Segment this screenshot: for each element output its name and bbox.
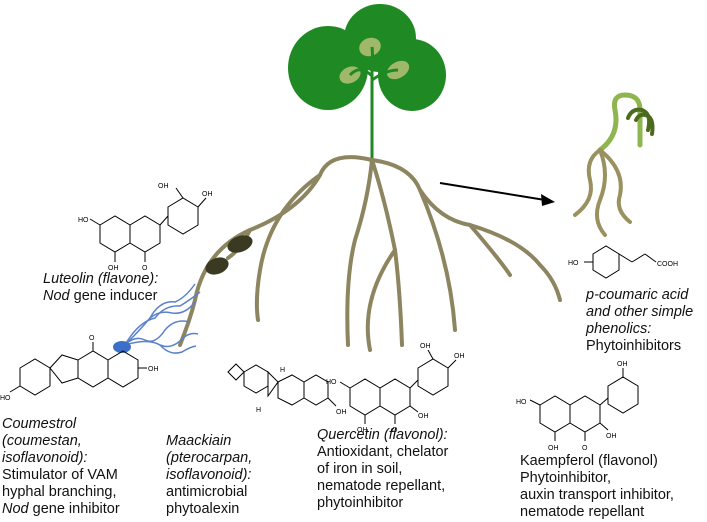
plant-leaves (288, 4, 446, 160)
seed-2 (205, 257, 229, 275)
fungal-spore (113, 341, 131, 353)
atom-o: O (142, 265, 148, 272)
coumestrol-structure: HO O OH (0, 335, 159, 402)
seed-1 (227, 235, 253, 253)
maackiain-structure: H H OH (227, 363, 347, 416)
coumestrol-nod: Nod (2, 501, 29, 517)
kaempferol-role-3: nematode repellant (520, 504, 645, 520)
coumestrol-class-1: (coumestan, (2, 433, 82, 449)
kaempferol-label: Kaempferol (flavonol) Phytoinhibitor, au… (520, 453, 674, 521)
kaempferol-name: Kaempferol (flavonol) (520, 453, 658, 469)
coumaric-name: p-coumaric acid (586, 287, 689, 303)
maackiain-role-1: antimicrobial (166, 484, 248, 500)
luteolin-label: Luteolin (flavone): Nod gene inducer (43, 271, 158, 305)
atom-ho: HO (0, 395, 11, 402)
atom-h: H (280, 367, 285, 374)
coumestrol-name: Coumestrol (2, 416, 77, 432)
atom-oh: OH (617, 361, 628, 368)
atom-ho: HO (516, 399, 527, 406)
atom-o: O (582, 445, 588, 452)
maackiain-class-2: isoflavonoid): (166, 467, 252, 483)
atom-h: H (256, 407, 261, 414)
atom-oh: OH (202, 191, 213, 198)
atom-oh: OH (148, 366, 159, 373)
luteolin-name: Luteolin (flavone): (43, 271, 159, 287)
atom-o: O (392, 427, 398, 434)
maackiain-class-1: (pterocarpan, (166, 450, 253, 466)
atom-oh: OH (606, 433, 617, 440)
p-coumaric-structure: HO COOH (568, 245, 678, 279)
maackiain-role-2: phytoalexin (166, 501, 240, 517)
atom-oh: OH (418, 413, 429, 420)
coumestrol-role-2: hyphal branching, (2, 484, 117, 500)
atom-ho: HO (78, 217, 89, 224)
plant-roots (178, 155, 562, 352)
kaempferol-role-1: Phytoinhibitor, (520, 470, 612, 486)
atom-oh: OH (454, 353, 465, 360)
coumaric-label: p-coumaric acid and other simple phenoli… (586, 287, 693, 355)
kaempferol-structure: HO OH O OH OH (516, 361, 639, 452)
atom-oh: OH (548, 445, 559, 452)
maackiain-name: Maackiain (166, 433, 232, 449)
quercetin-role-3: nematode repellant, (317, 478, 446, 494)
coumestrol-label: Coumestrol (coumestan, isoflavonoid): St… (2, 416, 120, 518)
atom-oh: OH (336, 409, 347, 416)
luteolin-role: gene inducer (69, 288, 158, 304)
inhibited-seedling (573, 92, 655, 237)
atom-o: O (89, 335, 95, 342)
arrow (439, 182, 555, 206)
coumaric-role: Phytoinhibitors (586, 338, 682, 354)
quercetin-role-4: phytoinhibitor (317, 495, 404, 511)
luteolin-nod: Nod (43, 288, 70, 304)
coumaric-class-2: phenolics: (586, 321, 652, 337)
quercetin-role-2: of iron in soil, (317, 461, 403, 477)
coumestrol-role-1: Stimulator of VAM (2, 467, 118, 483)
coumestrol-role-3: gene inhibitor (28, 501, 120, 517)
quercetin-role-1: Antioxidant, chelator (317, 444, 449, 460)
atom-cooh: COOH (657, 261, 678, 268)
luteolin-structure: HO OH O OH OH (78, 183, 213, 272)
quercetin-name: Quercetin (flavonol): (317, 427, 448, 443)
atom-oh: OH (108, 265, 119, 272)
atom-ho: HO (326, 379, 337, 386)
coumaric-class-1: and other simple (586, 304, 694, 320)
quercetin-structure: HO OH O OH OH OH (326, 343, 465, 434)
maackiain-label: Maackiain (pterocarpan, isoflavonoid): a… (166, 433, 252, 518)
atom-oh: OH (357, 427, 368, 434)
atom-oh: OH (420, 343, 431, 350)
coumestrol-class-2: isoflavonoid): (2, 450, 88, 466)
atom-ho: HO (568, 260, 579, 267)
quercetin-label: Quercetin (flavonol): Antioxidant, chela… (317, 427, 448, 512)
fungal-hyphae (124, 283, 201, 354)
kaempferol-role-2: auxin transport inhibitor, (520, 487, 674, 503)
atom-oh: OH (158, 183, 169, 190)
